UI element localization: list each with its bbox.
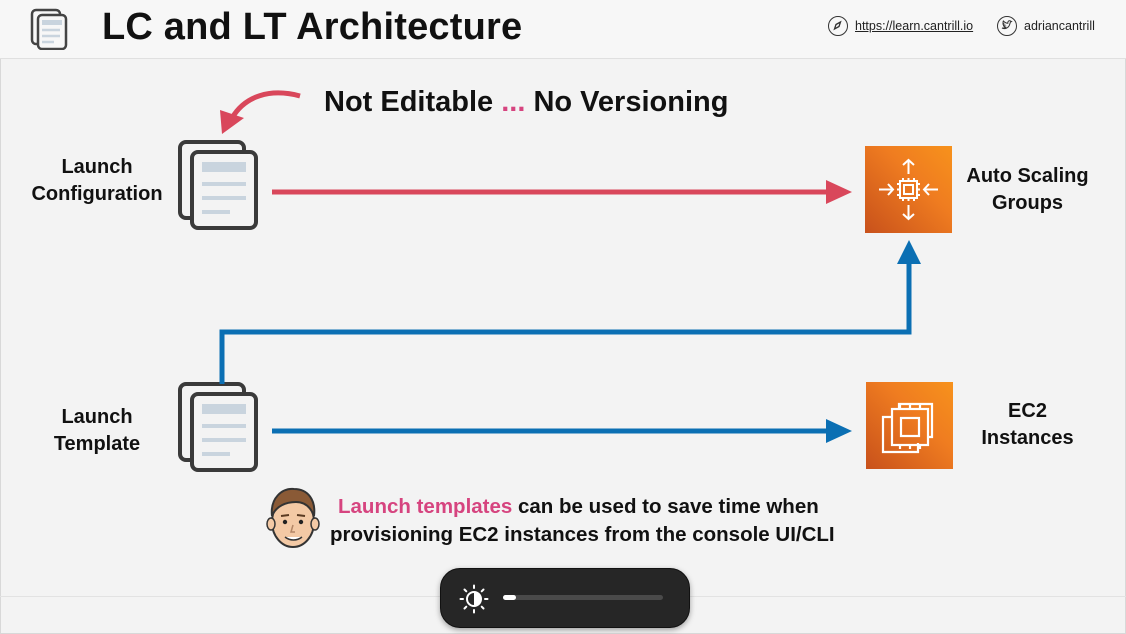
lt-label-line1: Launch <box>61 406 133 428</box>
callout-line1: can be used to save time when <box>512 495 819 518</box>
brightness-osd <box>440 568 690 628</box>
twitter-bird-icon <box>997 16 1017 36</box>
ec2-instances-icon <box>866 382 953 469</box>
lt-to-ec2-arrow <box>272 419 852 443</box>
asg-label-line1: Auto Scaling <box>966 165 1089 187</box>
note-not-editable: Not Editable <box>324 86 494 118</box>
ec2-label-line2: Instances <box>981 427 1074 449</box>
callout-line2: provisioning EC2 instances from the cons… <box>330 523 835 546</box>
presenter-avatar <box>266 487 320 548</box>
asg-label-line2: Groups <box>991 192 1064 214</box>
lt-label-line2: Template <box>53 433 141 455</box>
launch-configuration-label: Launch Configuration <box>22 154 172 208</box>
ec2-label-line1: EC2 <box>1008 400 1047 422</box>
auto-scaling-groups-label: Auto Scaling Groups <box>955 163 1100 217</box>
document-stack-icon <box>30 8 68 50</box>
launch-template-label: Launch Template <box>22 404 172 458</box>
launch-templates-callout: Launch templates can be used to save tim… <box>330 493 890 549</box>
slide-header <box>0 0 1126 59</box>
site-link[interactable]: https://learn.cantrill.io <box>828 16 974 36</box>
lc-label-line2: Configuration <box>31 183 163 205</box>
site-link-text[interactable]: https://learn.cantrill.io <box>855 19 974 33</box>
callout-highlight: Launch templates <box>338 495 513 518</box>
lc-to-asg-arrow <box>272 180 852 204</box>
launch-configuration-doc-icon <box>178 140 258 230</box>
page-title: LC and LT Architecture <box>102 6 523 48</box>
brightness-slider-fill <box>503 595 516 600</box>
compass-icon <box>828 16 848 36</box>
lt-to-asg-arrow <box>219 240 921 384</box>
brightness-slider[interactable] <box>503 595 663 600</box>
launch-template-doc-icon <box>178 382 258 472</box>
lc-label-line1: Launch <box>61 156 133 178</box>
ec2-instances-label: EC2 Instances <box>955 398 1100 452</box>
auto-scaling-icon <box>865 146 952 233</box>
brightness-icon <box>459 584 489 614</box>
note-dots: ... <box>501 86 526 118</box>
note-no-versioning: No Versioning <box>533 86 729 118</box>
twitter-handle[interactable]: adriancantrill <box>1024 19 1095 33</box>
lc-limitations-note: Not Editable ... No Versioning <box>324 86 728 119</box>
twitter-link[interactable]: adriancantrill <box>997 16 1095 36</box>
curved-arrow-icon <box>220 90 301 134</box>
